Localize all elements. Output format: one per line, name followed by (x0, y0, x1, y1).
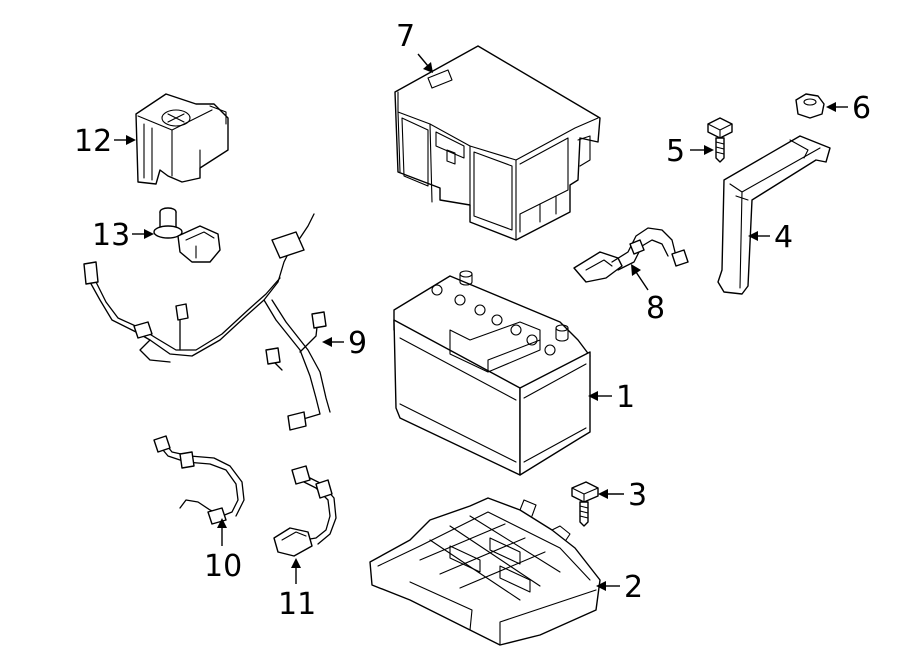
part-5-bolt (707, 117, 733, 163)
callout-5: 5 (666, 134, 685, 169)
callout-labels: 1 2 3 4 5 6 7 8 9 10 11 12 13 (74, 19, 871, 622)
part-2-battery-tray (369, 497, 601, 646)
callout-7: 7 (396, 19, 415, 54)
part-10-ground-cable (153, 435, 245, 525)
part-8-terminal-sensor (573, 227, 689, 283)
part-1-battery (393, 270, 591, 476)
callout-2: 2 (624, 570, 643, 605)
callout-arrows (114, 53, 848, 591)
part-6-nut (795, 93, 825, 119)
callout-12: 12 (74, 124, 112, 159)
part-12-fuse-cover (135, 93, 229, 185)
callout-6: 6 (852, 91, 871, 126)
part-4-hold-down-bracket (717, 135, 831, 295)
callout-3: 3 (628, 478, 647, 513)
callout-1: 1 (616, 380, 635, 415)
callout-10: 10 (204, 549, 242, 584)
callout-9: 9 (348, 326, 367, 361)
callout-4: 4 (774, 220, 793, 255)
part-3-bolt (571, 481, 599, 527)
part-13-sensor (153, 207, 221, 263)
part-9-wiring-harness (83, 213, 331, 431)
callout-11: 11 (278, 587, 316, 622)
callout-13: 13 (92, 218, 130, 253)
part-7-battery-cover (394, 45, 601, 241)
part-11-cable-connector (273, 465, 337, 557)
callout-8: 8 (646, 291, 665, 326)
